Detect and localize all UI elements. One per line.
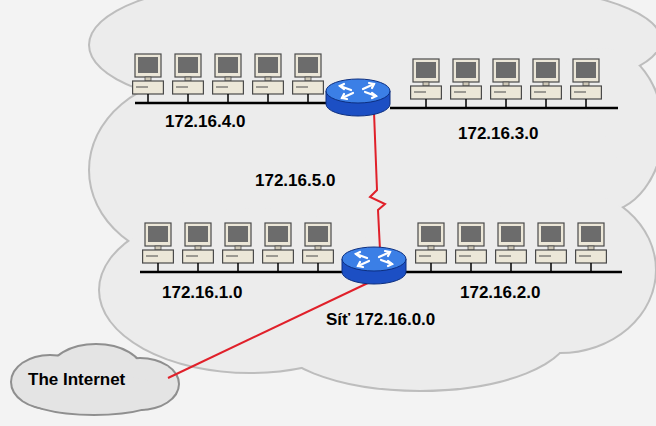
subnet-address: 172.16.3.0 [458,124,538,144]
subnet-address: 172.16.2.0 [460,283,540,303]
red-links [168,112,385,378]
pc-icons [133,54,607,272]
subnet-address: 172.16.5.0 [255,171,335,191]
subnet-address: 172.16.1.0 [162,283,242,303]
router-icons [326,79,406,284]
subnet-address: 172.16.4.0 [165,112,245,132]
cloud-label: The Internet [28,370,178,390]
internet-cloud: The Internet [8,342,180,418]
network-name: Síť 172.16.0.0 [326,310,436,330]
